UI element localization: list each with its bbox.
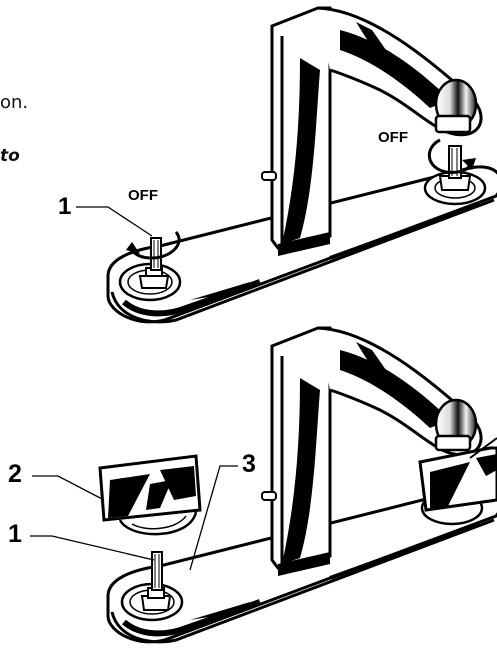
bottom-right-handle: [418, 437, 497, 512]
bottom-left-valve-stem: [140, 551, 172, 611]
top-left-valve-stem: [138, 237, 170, 289]
off-label-left: OFF: [128, 187, 158, 204]
callout-number-2: 2: [8, 460, 22, 488]
top-callout-1: 1: [58, 193, 153, 237]
off-label-right: OFF: [378, 129, 408, 146]
callout-number-1-bottom: 1: [8, 520, 22, 548]
bottom-callout-1: 1: [8, 520, 155, 561]
callout-number-3: 3: [242, 450, 256, 478]
cropped-instruction-italic-text: to: [0, 146, 20, 166]
bottom-callout-2: 2: [8, 460, 105, 501]
callout-number-1-top: 1: [58, 193, 71, 220]
top-spout: [261, 6, 483, 256]
top-right-valve-stem: [438, 145, 472, 191]
bottom-callout-3: 3: [189, 450, 256, 571]
top-left-rotation-arrow-icon: [126, 231, 181, 260]
bottom-faucet-figure: 2 3 1: [8, 326, 497, 644]
top-right-rotation-arrow-icon: [428, 138, 476, 174]
cropped-instruction-text: on.: [0, 92, 29, 113]
bottom-spout: [261, 326, 483, 576]
top-faucet-figure: OFF OFF 1: [58, 6, 497, 324]
bottom-left-handle: [98, 454, 202, 536]
